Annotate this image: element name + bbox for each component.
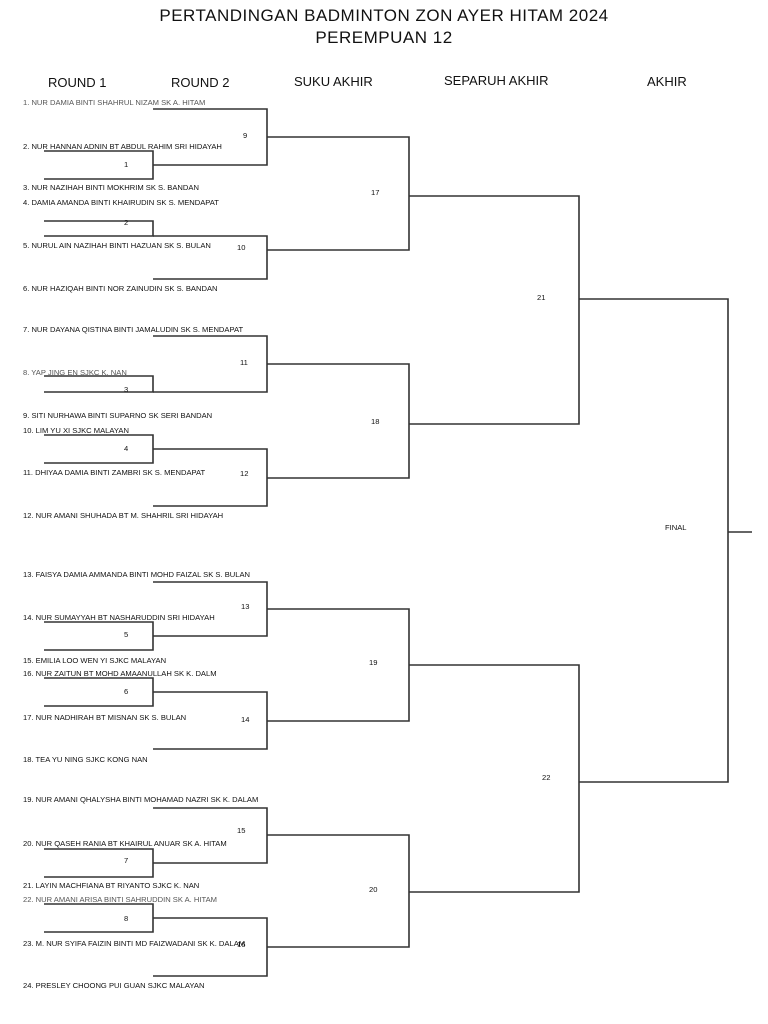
match-number: 3 xyxy=(124,385,129,394)
player-4: 4. DAMIA AMANDA BINTI KHAIRUDIN SK S. ME… xyxy=(23,198,219,207)
round-header-1: ROUND 1 xyxy=(48,75,107,90)
player-20: 20. NUR QASEH RANIA BT KHAIRUL ANUAR SK … xyxy=(23,839,227,848)
player-22: 22. NUR AMANI ARISA BINTI SAHRUDDIN SK A… xyxy=(23,895,217,904)
player-3: 3. NUR NAZIHAH BINTI MOKHRIM SK S. BANDA… xyxy=(23,183,199,192)
player-1: 1. NUR DAMIA BINTI SHAHRUL NIZAM SK A. H… xyxy=(23,98,206,107)
round-header-final: AKHIR xyxy=(647,74,687,89)
player-10: 10. LIM YU XI SJKC MALAYAN xyxy=(23,426,129,435)
match-number: 1 xyxy=(124,160,129,169)
player-17: 17. NUR NADHIRAH BT MISNAN SK S. BULAN xyxy=(23,713,187,722)
match-number: 14 xyxy=(241,715,250,724)
round-header-2: ROUND 2 xyxy=(171,75,230,90)
player-5: 5. NURUL AIN NAZIHAH BINTI HAZUAN SK S. … xyxy=(23,241,211,250)
match-number: 15 xyxy=(237,826,246,835)
player-12: 12. NUR AMANI SHUHADA BT M. SHAHRIL SRI … xyxy=(23,511,224,520)
final-label: FINAL xyxy=(665,523,687,532)
match-number: 5 xyxy=(124,630,129,639)
player-21: 21. LAYIN MACHFIANA BT RIYANTO SJKC K. N… xyxy=(23,881,200,890)
player-15: 15. EMILIA LOO WEN YI SJKC MALAYAN xyxy=(23,656,167,665)
round-header-semifinal: SEPARUH AKHIR xyxy=(444,73,549,88)
match-number: 17 xyxy=(371,188,380,197)
player-13: 13. FAISYA DAMIA AMMANDA BINTI MOHD FAIZ… xyxy=(23,570,251,579)
player-7: 7. NUR DAYANA QISTINA BINTI JAMALUDIN SK… xyxy=(23,325,244,334)
player-24: 24. PRESLEY CHOONG PUI GUAN SJKC MALAYAN xyxy=(23,981,205,990)
page-subtitle: PEREMPUAN 12 xyxy=(315,28,453,47)
player-14: 14. NUR SUMAYYAH BT NASHARUDDIN SRI HIDA… xyxy=(23,613,215,622)
match-number: 18 xyxy=(371,417,380,426)
match-number: 22 xyxy=(542,773,551,782)
match-number: 4 xyxy=(124,444,129,453)
match-number: 7 xyxy=(124,856,129,865)
player-19: 19. NUR AMANI QHALYSHA BINTI MOHAMAD NAZ… xyxy=(23,795,259,804)
round-header-quarterfinal: SUKU AKHIR xyxy=(294,74,373,89)
player-18: 18. TEA YU NING SJKC KONG NAN xyxy=(23,755,148,764)
player-11: 11. DHIYAA DAMIA BINTI ZAMBRI SK S. MEND… xyxy=(23,468,206,477)
match-number: 9 xyxy=(243,131,248,140)
player-9: 9. SITI NURHAWA BINTI SUPARNO SK SERI BA… xyxy=(23,411,213,420)
match-number: 20 xyxy=(369,885,378,894)
match-number: 21 xyxy=(537,293,546,302)
match-number: 13 xyxy=(241,602,250,611)
match-number: 8 xyxy=(124,914,129,923)
player-6: 6. NUR HAZIQAH BINTI NOR ZAINUDIN SK S. … xyxy=(23,284,218,293)
match-number: 2 xyxy=(124,218,129,227)
match-number: 12 xyxy=(240,469,249,478)
match-number: 16 xyxy=(237,940,246,949)
player-23: 23. M. NUR SYIFA FAIZIN BINTI MD FAIZWAD… xyxy=(23,939,246,948)
match-number: 19 xyxy=(369,658,378,667)
player-2: 2. NUR HANNAN ADNIN BT ABDUL RAHIM SRI H… xyxy=(23,142,222,151)
match-number: 6 xyxy=(124,687,129,696)
match-number: 10 xyxy=(237,243,246,252)
match-number: 11 xyxy=(240,358,248,367)
page-title: PERTANDINGAN BADMINTON ZON AYER HITAM 20… xyxy=(159,6,609,25)
player-16: 16. NUR ZAITUN BT MOHD AMAANULLAH SK K. … xyxy=(23,669,217,678)
player-8: 8. YAP JING EN SJKC K. NAN xyxy=(23,368,127,377)
